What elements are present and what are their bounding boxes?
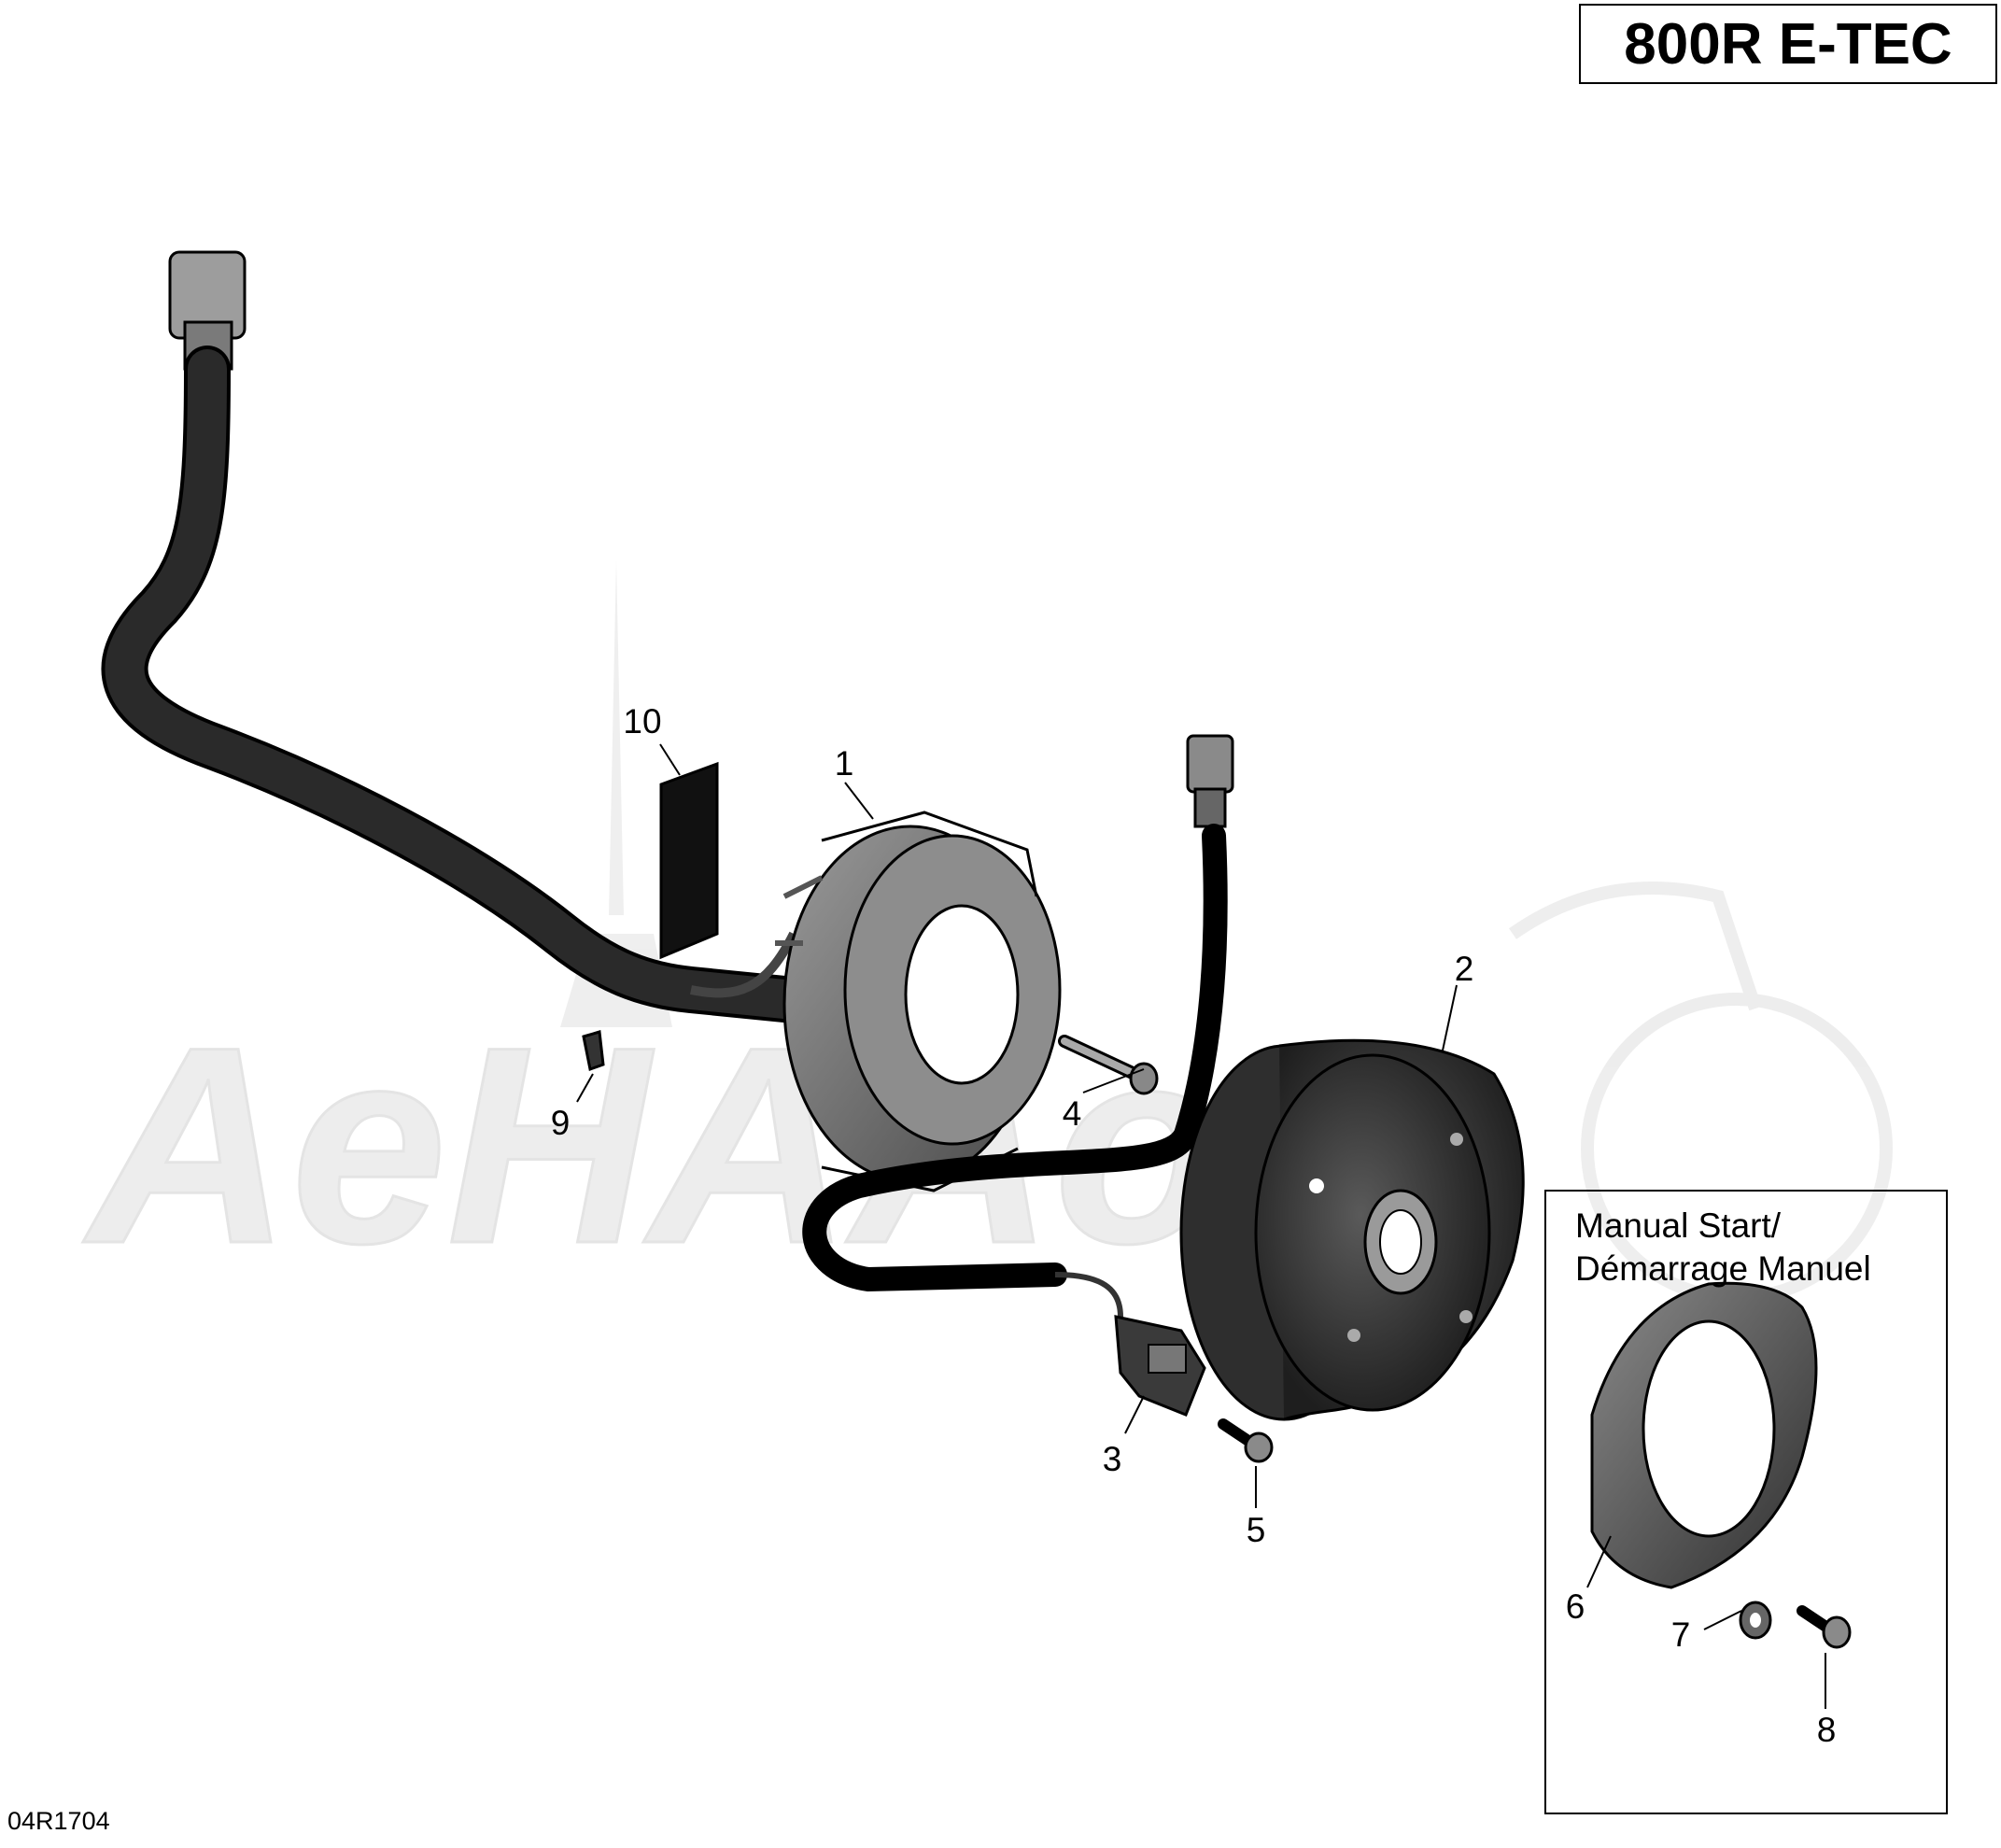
inset-title-line2: Démarrage Manuel <box>1575 1249 1871 1288</box>
model-label: 800R E-TEC <box>1579 4 1997 84</box>
callout-7: 7 <box>1670 1615 1691 1654</box>
part-5-screw <box>1218 1418 1274 1463</box>
callout-1: 1 <box>834 744 854 783</box>
sensor-cable <box>802 734 1234 1417</box>
stator <box>775 811 1062 1192</box>
part-9-clip <box>582 1030 605 1071</box>
callout-6: 6 <box>1565 1587 1585 1626</box>
manual-start-inset-frame <box>1544 1190 1948 1814</box>
wiring-harness <box>101 250 808 1023</box>
callout-10: 10 <box>623 702 662 741</box>
flywheel <box>1179 1038 1525 1421</box>
callout-8: 8 <box>1816 1711 1837 1749</box>
part-8-bolt <box>1797 1605 1852 1649</box>
inset-title: Manual Start/ Démarrage Manuel <box>1575 1205 1949 1291</box>
callout-4: 4 <box>1062 1094 1082 1133</box>
callout-5: 5 <box>1246 1511 1266 1549</box>
part-6-starter-cup <box>1590 1281 1818 1589</box>
callout-9: 9 <box>550 1104 571 1142</box>
callout-3: 3 <box>1102 1440 1122 1478</box>
leader-lines <box>576 743 1826 1709</box>
part-7-washer <box>1739 1601 1772 1640</box>
callout-2: 2 <box>1454 950 1474 988</box>
drawing-id: 04R1704 <box>7 1807 110 1835</box>
inset-title-line1: Manual Start/ <box>1575 1206 1782 1245</box>
part-10-pad <box>659 761 719 960</box>
